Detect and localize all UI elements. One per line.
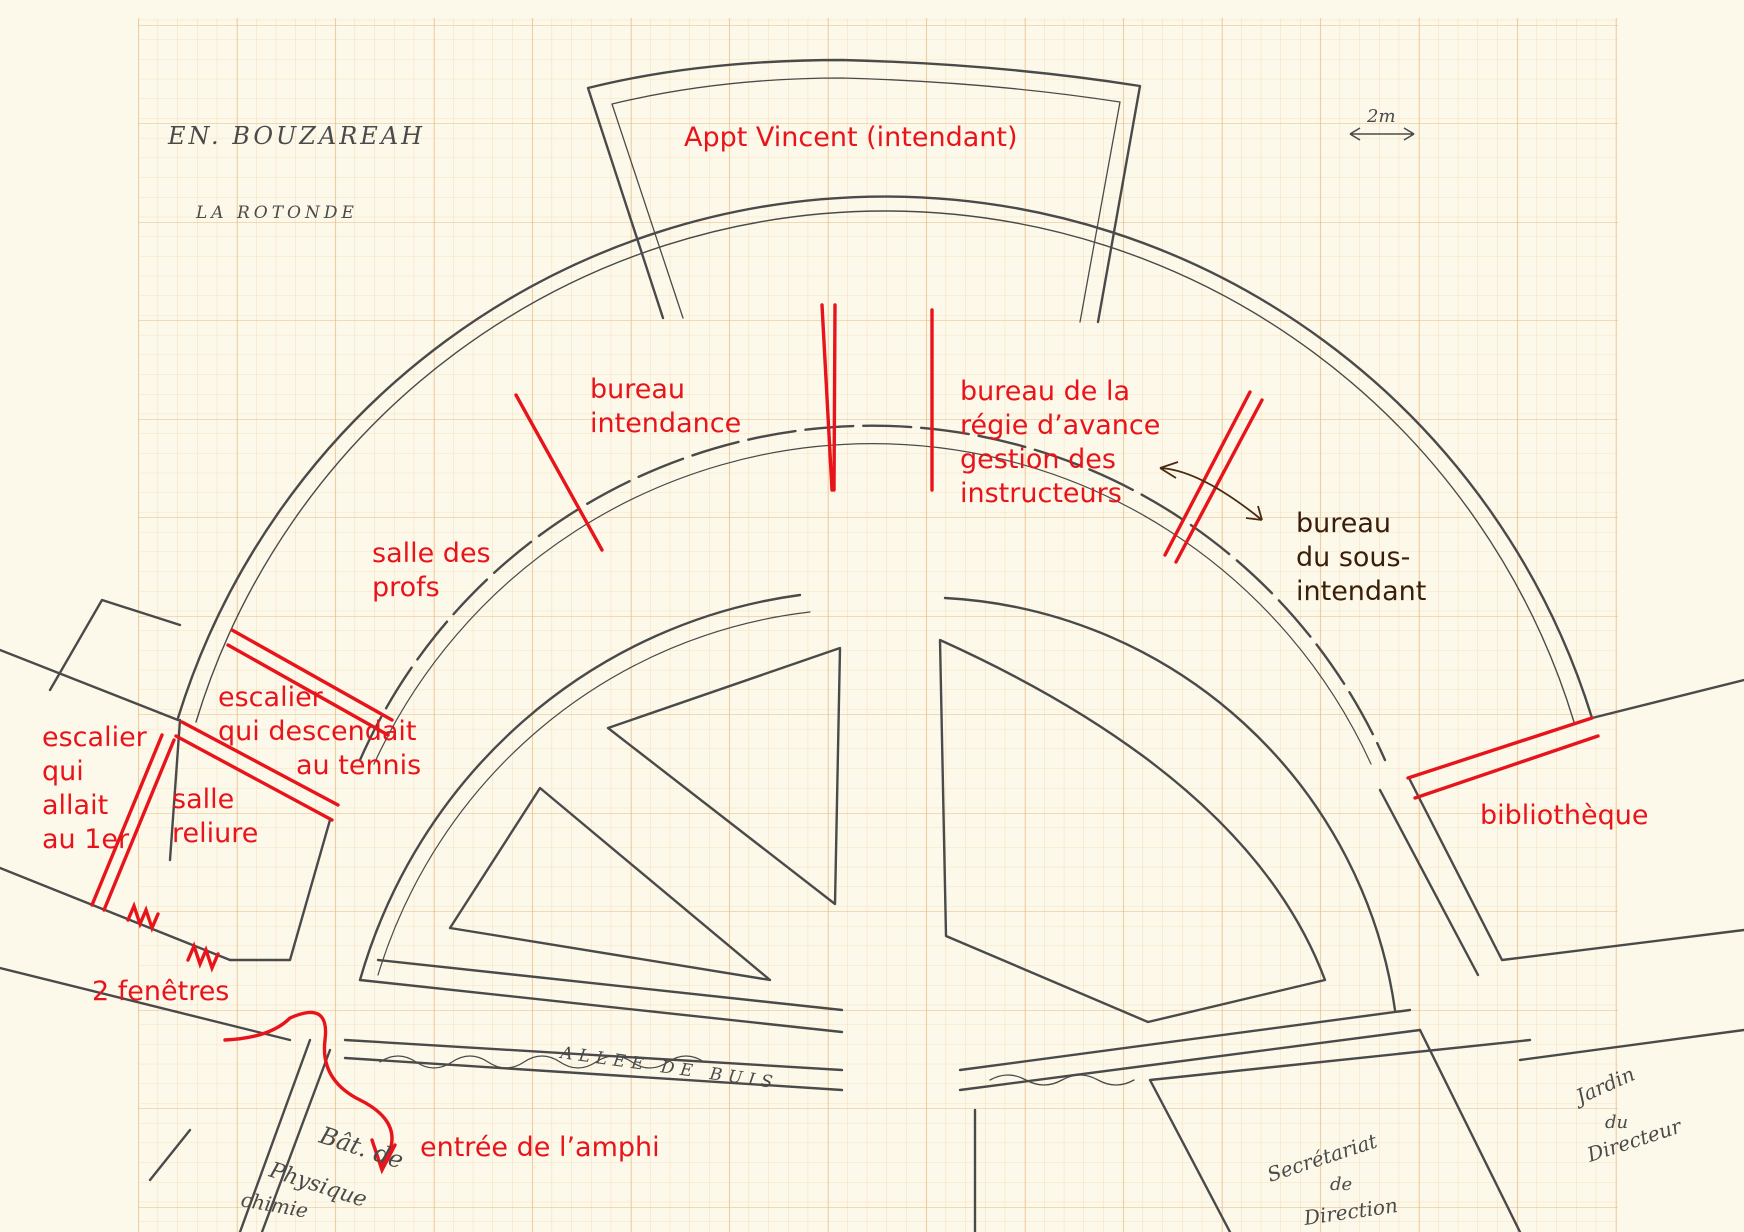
inner-semicircle-2 (943, 596, 1397, 1012)
label-regie-1: bureau de la (960, 376, 1130, 407)
appt-walls (586, 58, 1142, 324)
label-regie-4: instructeurs (960, 478, 1122, 509)
label-esc1-3: allait (42, 790, 108, 821)
label-intendance-2: intendance (590, 408, 741, 439)
pencil-walls (0, 58, 1744, 1232)
label-esc1-1: escalier (42, 722, 148, 753)
partition-bibliotheque-2 (1413, 734, 1600, 800)
label-tennis-1: escalier (218, 682, 324, 713)
label-reliure-1: salle (172, 784, 234, 815)
planter-3 (938, 638, 1327, 1024)
partition-intendance (514, 393, 604, 552)
partition-escalier-2 (102, 738, 176, 912)
corridor-inner-wall-2 (373, 443, 1372, 765)
label-amphi: entrée de l’amphi (420, 1132, 660, 1163)
inner-semicircle (358, 593, 802, 982)
title-line1: EN. BOUZAREAH (167, 122, 425, 150)
label-sous-int-1: bureau (1296, 508, 1391, 539)
sous-intendant-arrow (1159, 461, 1263, 521)
partition-bibliotheque-1 (1406, 716, 1594, 780)
allee-border (343, 1008, 1422, 1092)
jardin-line2: du (1605, 1112, 1628, 1133)
amphi-arrowhead (370, 1138, 397, 1175)
label-regie-3: gestion des (960, 444, 1116, 475)
label-regie-2: régie d’avance (960, 410, 1160, 441)
jardin-walls (1518, 1028, 1744, 1062)
left-wing-walls (0, 598, 292, 1042)
window-mark-2 (186, 941, 220, 973)
planter-2 (448, 786, 772, 982)
label-sous-int-2: du sous- (1296, 542, 1410, 573)
label-sous-int-3: intendant (1296, 576, 1426, 607)
room-labels: Appt Vincent (intendant) bureau intendan… (42, 122, 1648, 1163)
window-mark-1 (126, 901, 160, 933)
red-partitions (90, 303, 1600, 1175)
label-intendance-1: bureau (590, 374, 685, 405)
partition-reliure-1 (180, 720, 340, 807)
graph-grid-major (138, 18, 1618, 1232)
partition-center-2 (832, 303, 837, 492)
partition-tennis-2 (226, 643, 390, 737)
appt-walls-inner (611, 77, 1121, 323)
partition-sous-int-1 (1163, 390, 1252, 557)
amphi-route (223, 1010, 394, 1167)
partition-escalier-1 (90, 733, 164, 907)
partition-tennis-1 (230, 628, 394, 722)
allee-hedge (379, 1055, 705, 1069)
scale-arrow (1349, 127, 1415, 141)
outer-arc-wall-inner (195, 210, 1575, 723)
corridor-inner-wall (358, 424, 1387, 762)
label-reliure-2: reliure (172, 818, 258, 849)
scale-label: 2m (1366, 106, 1396, 127)
partition-reliure-2 (174, 734, 334, 822)
secretariat-line2: de (1330, 1174, 1352, 1195)
partition-sous-int-2 (1174, 398, 1264, 564)
label-tennis-3: au tennis (296, 750, 421, 781)
left-room-walls (168, 718, 332, 962)
title-line2: LA ROTONDE (195, 203, 358, 223)
bottom-wing-left (358, 958, 844, 1034)
planter-1 (606, 646, 842, 906)
outer-arc-wall (176, 195, 1594, 720)
label-fenetres: 2 fenêtres (92, 976, 229, 1007)
partition-center-1 (820, 303, 834, 492)
secretariat-walls (973, 1028, 1532, 1232)
right-wing-walls (1378, 678, 1744, 977)
label-esc1-4: au 1er (42, 824, 130, 855)
label-esc1-2: qui (42, 756, 84, 787)
label-profs-1: salle des (372, 538, 491, 569)
label-profs-2: profs (372, 572, 440, 603)
inner-semicircle-3 (377, 611, 811, 976)
bat-physique-walls (148, 1038, 332, 1232)
allee-hedge-right (989, 1074, 1135, 1086)
label-tennis-2: qui descendait (218, 716, 417, 747)
brown-labels: bureau du sous- intendant (1296, 508, 1426, 607)
label-appt: Appt Vincent (intendant) (684, 122, 1018, 153)
label-bibliotheque: bibliothèque (1480, 800, 1648, 831)
